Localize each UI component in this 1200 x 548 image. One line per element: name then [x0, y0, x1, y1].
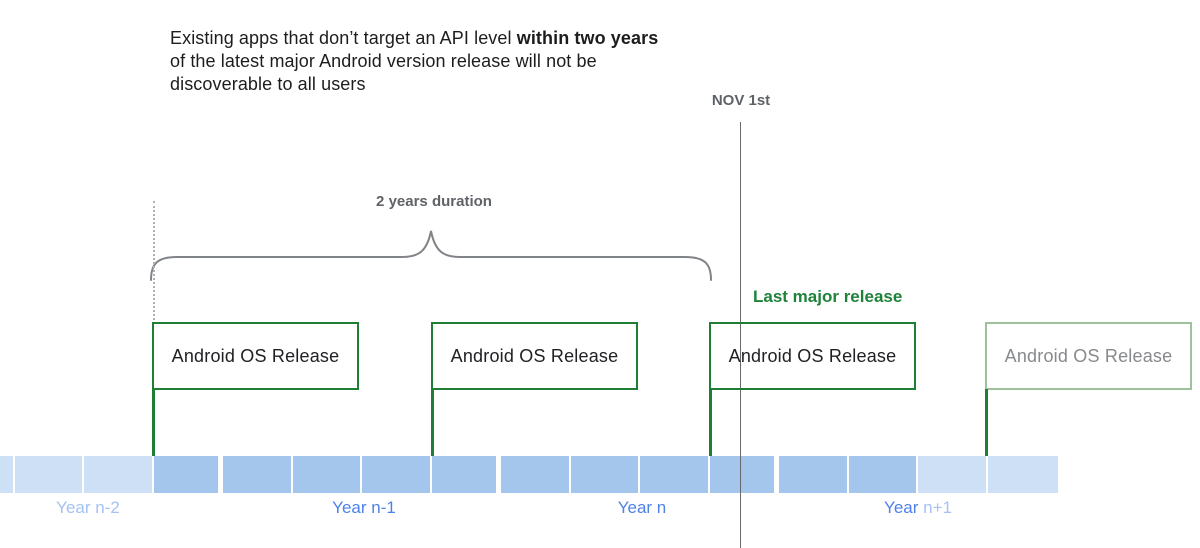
- release-connector-2: [431, 389, 434, 456]
- timeline-segment: [710, 456, 774, 493]
- os-release-box-3-label: Android OS Release: [728, 345, 897, 366]
- intro-text: Existing apps that don’t target an API l…: [170, 27, 658, 96]
- timeline-segment: [918, 456, 986, 493]
- timeline-segment: [293, 456, 360, 493]
- year-label-n-minus-2-light: Year n-2: [56, 498, 120, 517]
- intro-line-1-text: Existing apps that don’t target an API l…: [170, 28, 517, 48]
- timeline-segment: [0, 456, 13, 493]
- os-release-box-1: Android OS Release: [152, 322, 359, 390]
- release-connector-4: [985, 389, 988, 456]
- year-label-n-minus-1: Year n-1: [332, 498, 396, 518]
- os-release-box-2: Android OS Release: [431, 322, 638, 390]
- os-release-box-4-label: Android OS Release: [1004, 345, 1173, 366]
- os-release-box-3: Android OS Release: [709, 322, 916, 390]
- intro-line-3: discoverable to all users: [170, 74, 366, 94]
- last-major-release-label: Last major release: [753, 287, 903, 306]
- intro-line-1: Existing apps that don’t target an API l…: [170, 27, 658, 50]
- timeline-bar: [0, 456, 1058, 493]
- year-label-n-plus-1-main: Year: [884, 498, 924, 517]
- timeline-segment: [640, 456, 708, 493]
- year-label-n-minus-2: Year n-2: [56, 498, 120, 518]
- timeline-segment: [849, 456, 916, 493]
- dotted-guideline: [153, 201, 155, 320]
- timeline-segment: [501, 456, 569, 493]
- os-release-box-2-label: Android OS Release: [450, 345, 619, 366]
- timeline-segment: [15, 456, 82, 493]
- intro-line-2: of the latest major Android version rele…: [170, 51, 597, 71]
- nov-1st-label: NOV 1st: [711, 92, 771, 109]
- year-label-n-plus-1: Year n+1: [884, 498, 952, 518]
- timeline-segment: [223, 456, 291, 493]
- nov-1st-line: [739, 122, 742, 548]
- year-label-n-plus-1-light: n+1: [923, 498, 952, 517]
- timeline-segment: [988, 456, 1058, 493]
- year-label-n-minus-1-main: Year n-1: [332, 498, 396, 517]
- release-connector-1: [152, 389, 155, 456]
- timeline-segment: [779, 456, 847, 493]
- os-release-box-4-future: Android OS Release: [985, 322, 1192, 390]
- curly-brace-icon: [150, 230, 712, 281]
- year-label-n-main: Year n: [617, 498, 667, 517]
- timeline-segment: [154, 456, 218, 493]
- year-label-n: Year n: [618, 498, 667, 518]
- timeline-segment: [571, 456, 638, 493]
- timeline-segment: [362, 456, 430, 493]
- timeline-segment: [84, 456, 152, 493]
- intro-line-1-bold-text: within two years: [516, 28, 659, 48]
- release-connector-3: [709, 389, 712, 456]
- os-release-box-1-label: Android OS Release: [171, 345, 340, 366]
- timeline-segment: [432, 456, 496, 493]
- two-years-duration-label: 2 years duration: [376, 193, 492, 210]
